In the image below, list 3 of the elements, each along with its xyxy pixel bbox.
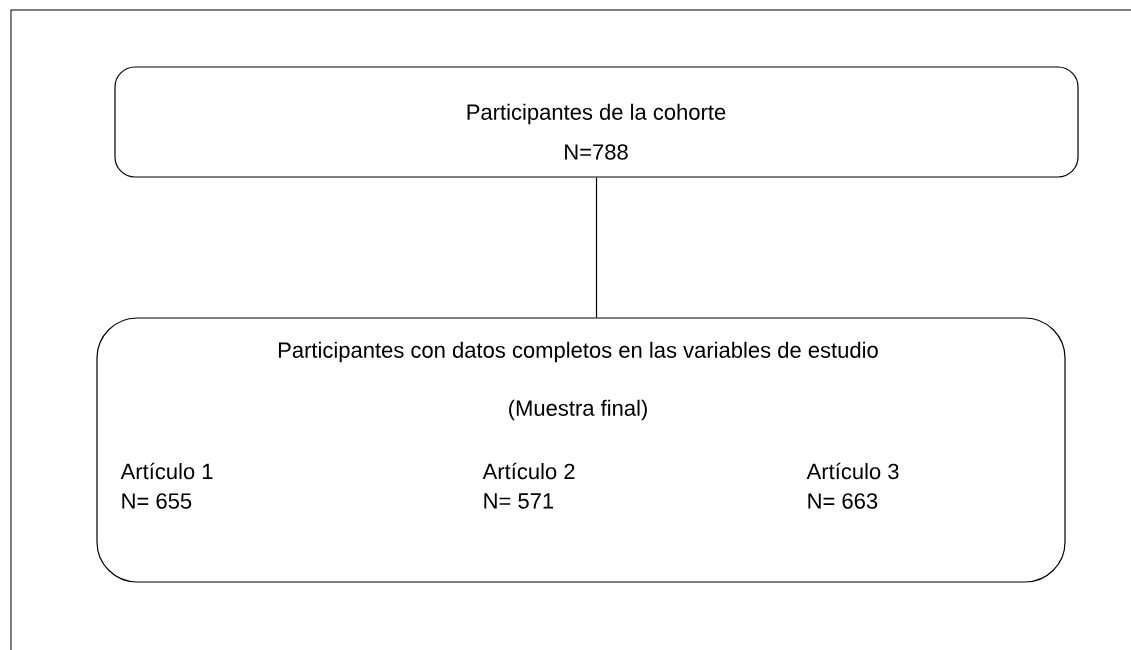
connector-line	[595, 177, 598, 318]
flow-box: Participantes con datos completos en las variables de estudio (Muestra final) Artículo 1 N= 655 Artículo 2 N= 571 Artículo 3 N= 663	[96, 317, 1066, 583]
flow-box: Participantes de la cohorte N=788	[114, 66, 1079, 178]
